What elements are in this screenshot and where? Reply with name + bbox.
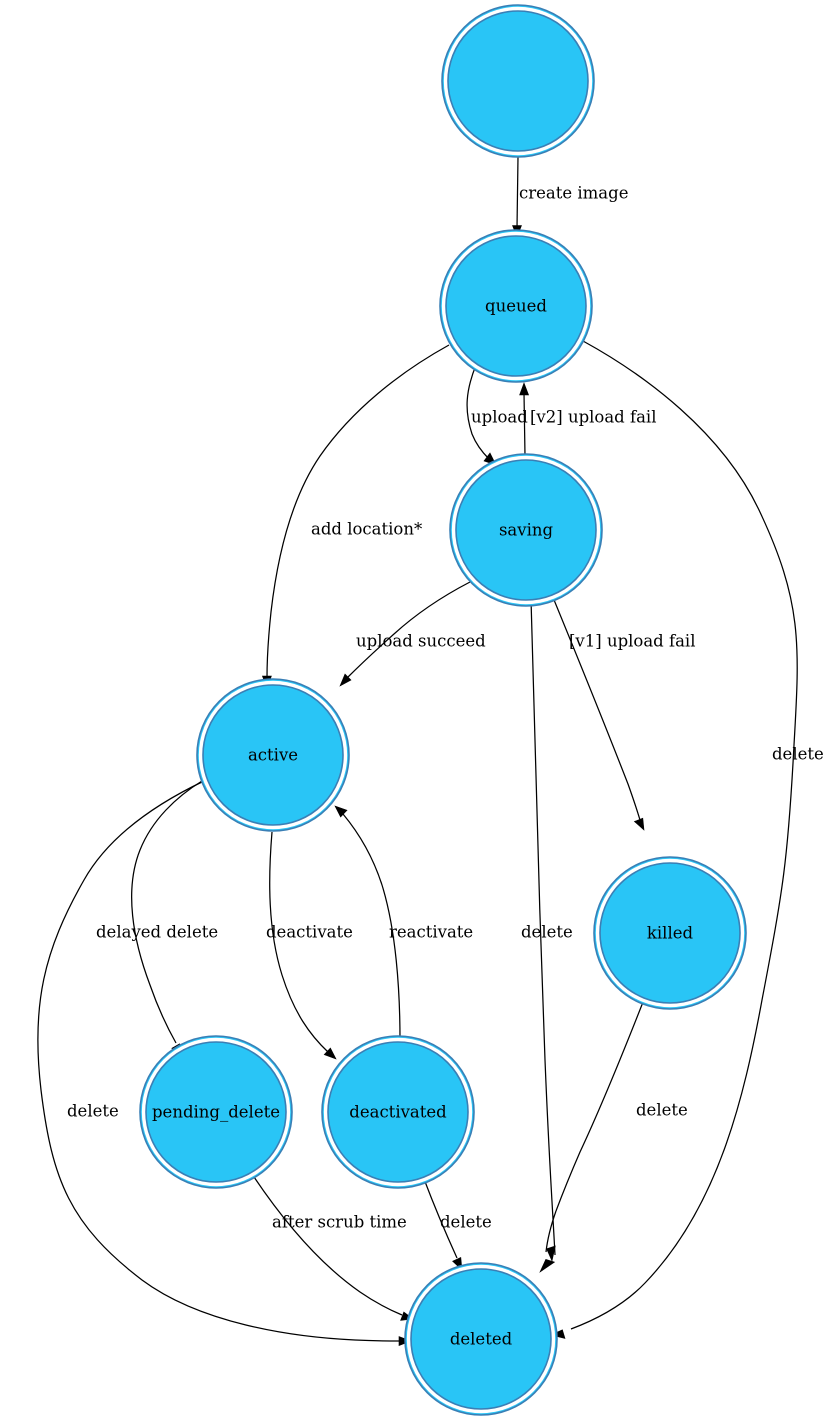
edge-saving-deleted xyxy=(530,598,556,1273)
node-deactivated[interactable]: deactivated xyxy=(321,1035,475,1189)
edge-saving-queued xyxy=(519,382,530,457)
edge-saving-active xyxy=(339,581,471,687)
node-start[interactable] xyxy=(441,4,595,158)
edge-label-create-image: create image xyxy=(519,184,628,203)
edge-labels-layer: create image upload [v2] upload fail add… xyxy=(67,184,824,1232)
edge-label-active-delete: delete xyxy=(67,1102,119,1121)
edge-label-deactivated-delete: delete xyxy=(440,1213,492,1232)
edge-path xyxy=(131,780,203,1044)
node-inner-ring xyxy=(599,862,741,1004)
edge-killed-deleted xyxy=(545,996,646,1262)
node-saving[interactable]: saving xyxy=(449,453,603,607)
edge-deactivated-active xyxy=(334,805,401,1041)
edge-path xyxy=(516,156,519,229)
edge-pending-delete-deleted xyxy=(251,1173,414,1321)
edge-label-upload-succeed: upload succeed xyxy=(356,632,486,651)
edge-path xyxy=(266,344,450,679)
edge-active-pending-delete xyxy=(131,780,203,1056)
edge-label-delayed-delete: delayed delete xyxy=(96,923,218,942)
edge-path xyxy=(530,598,556,1256)
node-inner-ring xyxy=(327,1041,469,1183)
node-label-deleted: deleted xyxy=(450,1330,513,1349)
arrow-head-icon xyxy=(633,817,645,831)
edge-path xyxy=(342,813,401,1041)
node-inner-ring xyxy=(447,10,589,152)
edge-path xyxy=(466,364,490,460)
node-label-killed: killed xyxy=(647,924,694,943)
edge-path xyxy=(346,581,471,679)
nodes-layer: queued saving active killed xyxy=(139,4,747,1416)
edge-label-add-location: add location* xyxy=(311,520,422,539)
edge-path xyxy=(37,780,401,1342)
edge-path xyxy=(545,1210,557,1253)
node-pending-delete[interactable]: pending_delete xyxy=(139,1035,293,1189)
node-inner-ring xyxy=(145,1041,287,1183)
edge-label-deactivate: deactivate xyxy=(266,923,353,942)
edge-label-v2-upload-fail: [v2] upload fail xyxy=(530,408,656,427)
node-label-deactivated: deactivated xyxy=(349,1103,447,1122)
arrow-head-icon xyxy=(334,805,348,818)
node-label-active: active xyxy=(248,746,298,765)
arrow-head-icon xyxy=(539,1259,556,1273)
node-deleted[interactable]: deleted xyxy=(404,1262,558,1416)
node-inner-ring xyxy=(455,459,597,601)
edge-label-saving-delete: delete xyxy=(521,923,573,942)
edge-label-v1-upload-fail: [v1] upload fail xyxy=(569,632,695,651)
edge-path xyxy=(269,831,329,1053)
arrow-head-icon xyxy=(339,673,352,687)
edge-label-killed-delete: delete xyxy=(636,1101,688,1120)
node-label-saving: saving xyxy=(499,521,554,540)
edge-path xyxy=(523,392,526,457)
edge-path xyxy=(555,996,646,1212)
arrow-head-icon xyxy=(519,382,530,396)
edge-path xyxy=(551,594,641,821)
edge-label-reactivate: reactivate xyxy=(389,923,473,942)
node-killed[interactable]: killed xyxy=(593,856,747,1010)
edge-path xyxy=(423,1178,458,1259)
edge-path xyxy=(570,340,798,1330)
node-label-queued: queued xyxy=(485,297,547,316)
node-active[interactable]: active xyxy=(196,678,350,832)
arrow-head-icon xyxy=(323,1047,337,1060)
node-inner-ring xyxy=(445,235,587,377)
arrow-head-icon xyxy=(546,1245,556,1262)
edge-label-queued-delete: delete xyxy=(772,745,824,764)
node-label-pending-delete: pending_delete xyxy=(152,1103,280,1122)
node-inner-ring xyxy=(410,1268,552,1410)
edges-layer xyxy=(37,156,798,1347)
edge-path xyxy=(251,1173,403,1316)
edge-saving-killed xyxy=(551,594,645,831)
node-queued[interactable]: queued xyxy=(439,229,593,383)
edge-label-after-scrub-time: after scrub time xyxy=(272,1213,407,1232)
node-inner-ring xyxy=(202,684,344,826)
edge-label-upload: upload xyxy=(471,408,528,427)
edge-active-deactivated xyxy=(269,831,337,1060)
